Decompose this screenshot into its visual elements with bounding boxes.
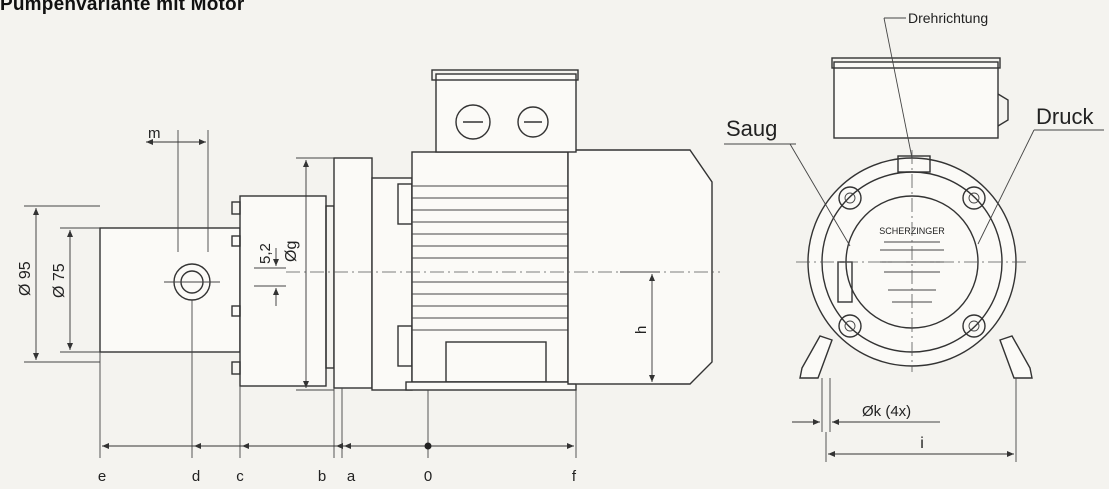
dim-i-label: i [920, 435, 924, 452]
cable-gland-right [517, 106, 549, 138]
drawing-heading: Pumpenvariante mit Motor [0, 0, 245, 15]
adapter [371, 177, 413, 391]
pump-head-body [99, 227, 241, 353]
dim-h-label: h [633, 326, 650, 334]
motor-foot [405, 381, 577, 391]
dim-a-label: a [347, 468, 356, 485]
bolt-mid-top [231, 235, 241, 247]
flange [333, 157, 373, 389]
dim-m-label: m [148, 125, 161, 142]
label-druck: Druck [1036, 104, 1094, 129]
bolt-mid-bottom [231, 305, 241, 317]
cable-gland-left [455, 104, 491, 140]
datum-point [424, 442, 432, 450]
dim-g-label: Øg [283, 241, 300, 262]
dim-d95-label: Ø 95 [17, 261, 34, 296]
dim-d-label: d [192, 468, 200, 485]
pump-housing [239, 195, 327, 387]
flange-step [325, 205, 335, 369]
dim-52-label: 5,2 [257, 243, 274, 264]
dim-f-label: f [572, 468, 577, 485]
dim-b-label: b [318, 468, 326, 485]
front-view: SCHERZINGER Drehrichtung Saug Druck Øk (… [724, 10, 1104, 462]
front-foot-left [799, 335, 833, 379]
motor-body [411, 151, 569, 383]
label-saug: Saug [726, 116, 777, 141]
bolt-bottom [231, 361, 241, 375]
front-bolts [838, 186, 986, 338]
front-terminal-box [833, 61, 999, 139]
label-drehrichtung: Drehrichtung [908, 10, 988, 26]
rotation-arrow-plate [897, 155, 931, 173]
dim-k-label: Øk (4x) [862, 403, 911, 420]
terminal-box-lid [431, 69, 579, 81]
fan-cover [567, 149, 713, 385]
side-view: m Ø 95 Ø 75 5,2 Øg h [17, 69, 720, 485]
dim-d75-label: Ø 75 [51, 263, 68, 298]
dim-e-label: e [98, 468, 106, 485]
dim-0-label: 0 [424, 468, 432, 485]
bolt-top [231, 201, 241, 215]
front-foot-right [999, 335, 1033, 379]
cooling-fins [412, 185, 568, 331]
terminal-box [435, 73, 577, 153]
dim-c-label: c [236, 468, 244, 485]
